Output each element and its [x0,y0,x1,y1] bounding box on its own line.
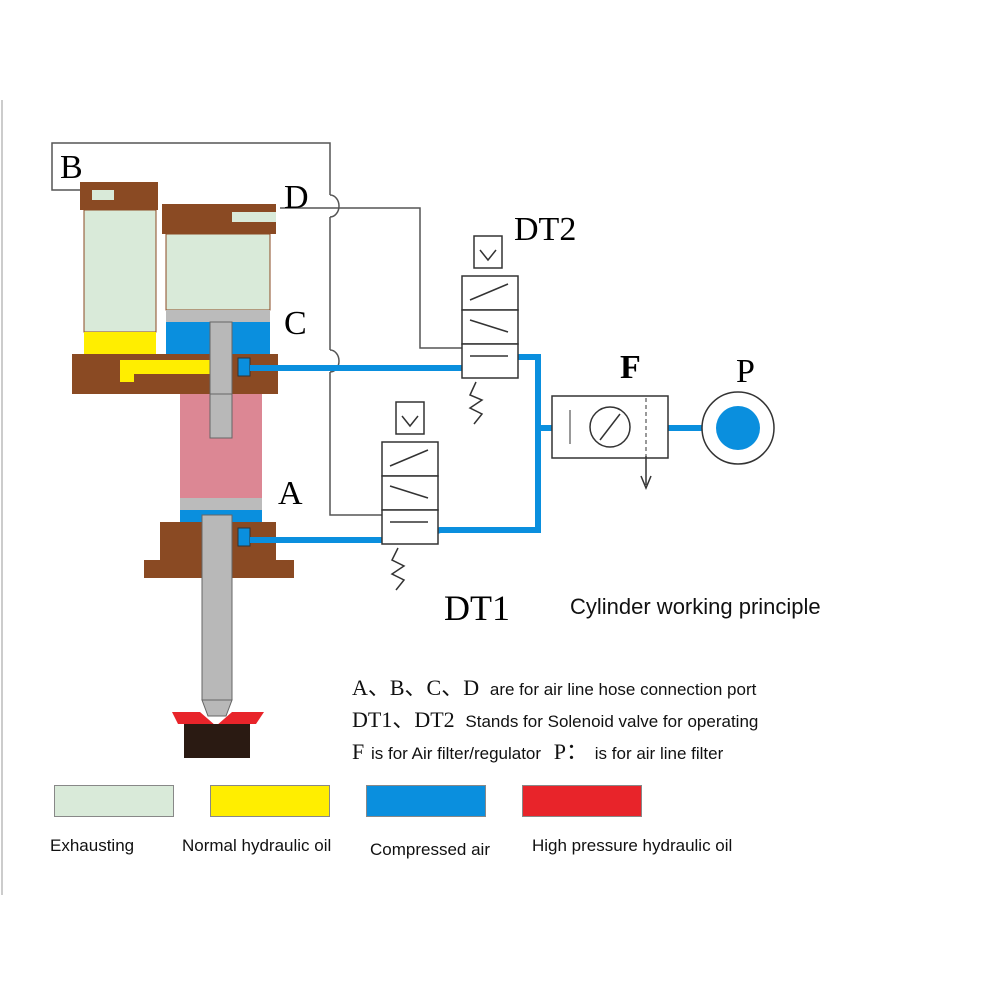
dt1-label: DT1 [444,588,510,628]
legend-swatch-high-pressure-oil [522,785,642,817]
port-a-label: A [278,475,303,512]
note-source-text: is for air line filter [594,744,724,763]
note-valves-prefix: DT1、DT2 [352,707,455,732]
dt2-label: DT2 [514,211,576,248]
note-filter-text: is for Air filter/regulator [370,744,542,763]
source-label: P [736,353,755,390]
filter-regulator[interactable] [551,395,669,490]
diagram-caption: Cylinder working principle [570,594,821,619]
legend-swatch-compressed-air [366,785,486,817]
legend-label-compressed-air: Compressed air [370,840,490,859]
left-cylinder [80,182,158,354]
legend-swatch-exhausting [54,785,174,817]
note-valves-text: Stands for Solenoid valve for operating [465,712,759,731]
note-filter: F is for Air filter/regulator P： is for … [352,734,723,766]
port-b-label: B [60,149,83,186]
pressure-chamber [180,393,262,522]
dt2-valve[interactable] [461,235,519,425]
note-valves: DT1、DT2 Stands for Solenoid valve for op… [352,702,758,734]
note-filter-prefix: F [352,739,365,764]
air-source[interactable] [701,391,775,465]
note-source-prefix: P： [553,739,589,764]
dt1-valve[interactable] [381,401,439,591]
note-ports-prefix: A、B、C、D [352,675,480,700]
port-d-label: D [284,179,309,216]
filter-label: F [620,349,641,386]
legend-label-high-pressure-oil: High pressure hydraulic oil [532,836,733,855]
punch-tool [172,699,264,758]
note-ports-text: are for air line hose connection port [489,680,757,699]
port-c-label: C [284,305,307,342]
middle-block [72,321,278,437]
legend-label-exhausting: Exhausting [50,836,135,855]
pilot-lines [51,142,462,516]
legend-label-normal-oil: Normal hydraulic oil [182,836,332,855]
legend-swatch-normal-oil [210,785,330,817]
note-ports: A、B、C、D are for air line hose connection… [352,670,756,702]
